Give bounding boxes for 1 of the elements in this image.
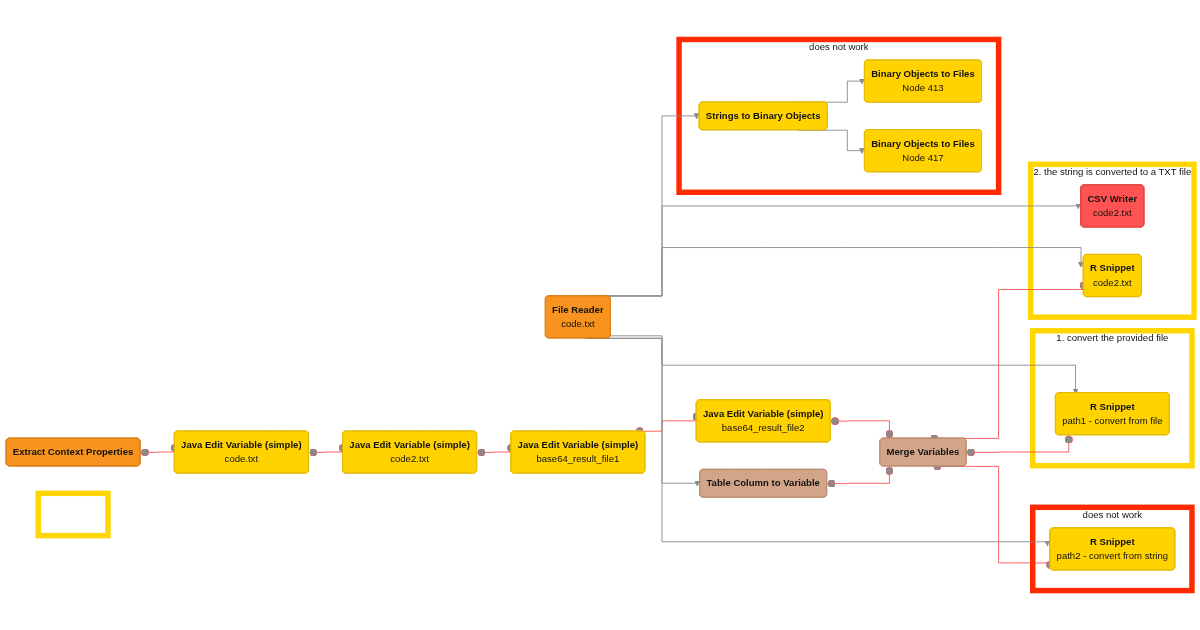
node-box [35,490,111,539]
